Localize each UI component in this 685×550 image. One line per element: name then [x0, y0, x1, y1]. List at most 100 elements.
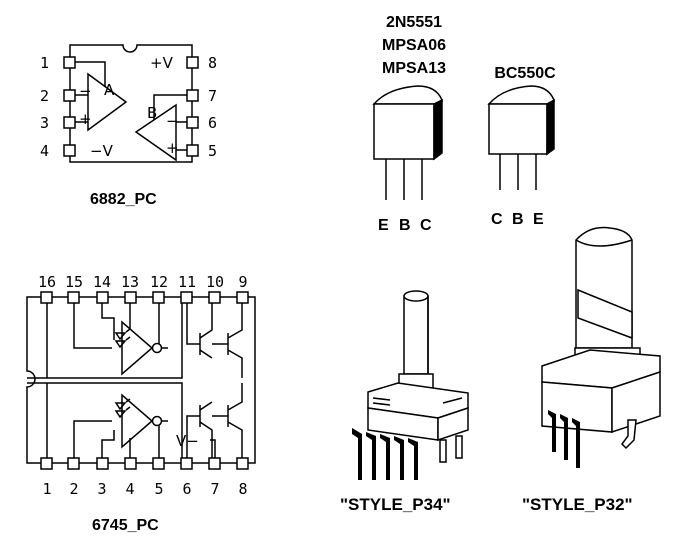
to92-leads: [499, 154, 537, 190]
ic-6745-body: [26, 296, 256, 464]
ic-6882-pin-label: 3: [40, 114, 49, 132]
lower-transistor-left: [192, 401, 213, 458]
upper-buffer-output-circle: [151, 342, 163, 354]
upper-diode-arrows: [125, 328, 131, 341]
upper-diode-pair: [114, 332, 127, 349]
pot-p32-drawing: [541, 226, 661, 468]
transistor-1-part-number: MPSA13: [382, 60, 446, 77]
pot-p34-caption: "STYLE_P34": [340, 495, 451, 514]
ic-6882-pin-square: [63, 116, 76, 129]
ic-6745-symbol: [26, 291, 256, 470]
pot-p32-lead: [548, 410, 556, 452]
pot-p34-lead: [366, 432, 376, 480]
ic-6882-pin-square: [186, 144, 199, 157]
transistor-1-part-number: MPSA06: [382, 37, 446, 54]
to92-body: [488, 103, 548, 155]
ic-6745-pin-label: 10: [206, 273, 224, 291]
wire: [210, 439, 216, 458]
ic-6745-pin-label: 3: [97, 480, 106, 498]
ic-6745-pin-label: 7: [210, 480, 219, 498]
ic-6882-pin-square: [63, 144, 76, 157]
lower-buffer-triangle: [121, 393, 154, 449]
ic-6745-pin-square: [152, 291, 165, 304]
lower-diode-arrows: [125, 398, 131, 411]
ic-6882-caption: 6882_PC: [90, 191, 157, 208]
opamp-a-plus: +: [79, 110, 92, 128]
opamp-b-plus: +: [166, 139, 179, 157]
pot-p32-body-side: [611, 370, 661, 434]
wire: [158, 420, 168, 458]
opamp-a-label: A: [104, 81, 115, 99]
ic-6882-pin-square: [186, 56, 199, 69]
ic-6745-pin-square: [180, 457, 193, 470]
ic-6745-pin-label: 2: [69, 480, 78, 498]
pot-p34-lead: [394, 436, 404, 480]
wire: [101, 303, 115, 340]
ic-6745-pin-square: [208, 291, 221, 304]
transistor-1-package: [372, 85, 443, 200]
ic-6745-pin-square: [124, 457, 137, 470]
ic-6745-caption: 6745_PC: [92, 517, 159, 534]
transistor-2-pin-c: C: [491, 211, 503, 228]
ic-6745-supply-neg: V−: [176, 432, 199, 450]
transistor-1-pin-b: B: [399, 217, 411, 234]
opamp-b-label: B: [147, 104, 157, 122]
ic-6745-pin-square: [152, 457, 165, 470]
ic-6882-pin-square: [63, 89, 76, 102]
pot-p34-lead: [380, 434, 390, 480]
pot-p32-lead: [560, 414, 568, 460]
upper-buffer-triangle: [121, 320, 154, 376]
transistor-2-part-number: BC550C: [494, 65, 556, 82]
ic-6745-pin-square: [208, 457, 221, 470]
ic-6882-pin-square: [186, 116, 199, 129]
section-outline: [27, 297, 183, 379]
wire: [75, 61, 106, 87]
lower-diode-pair: [114, 402, 127, 419]
ic-6745-pin-square: [236, 291, 249, 304]
to92-leads: [385, 159, 423, 200]
ic-6882-supply-pos: +V: [150, 54, 174, 72]
transistor-2-package: [487, 85, 555, 190]
transistor-1-part-number: 2N5551: [386, 14, 442, 31]
to92-body: [373, 103, 435, 160]
pot-p34-shaft-top: [403, 290, 429, 302]
ic-6745-pin-square: [236, 457, 249, 470]
transistor-2-pin-b: B: [512, 211, 524, 228]
ic-6745-pin-label: 14: [93, 273, 111, 291]
transistor-1-pin-c: C: [420, 217, 432, 234]
section-outline: [27, 382, 183, 463]
ic-6882-symbol: [63, 44, 199, 163]
wire: [186, 303, 192, 345]
ic-6745-pin-square: [67, 291, 80, 304]
opamp-b-minus: −: [166, 112, 179, 130]
lower-buffer-output-circle: [151, 415, 163, 427]
to92-flat-side: [546, 98, 555, 156]
ic-6882-pin-square: [186, 89, 199, 102]
ic-6882-pin-label: 6: [208, 114, 217, 132]
pot-p34-drawing: [352, 290, 469, 480]
pot-p34-lead: [408, 438, 418, 480]
pot-p32-shaft-slot: [577, 288, 633, 340]
ic-6882-pin-label: 4: [40, 142, 49, 160]
pot-p32-lead: [572, 418, 580, 468]
wire: [158, 303, 168, 349]
ic-6745-pin-label: 1: [42, 480, 51, 498]
pot-p32-caption: "STYLE_P32": [522, 495, 633, 514]
opamp-b-triangle: [134, 103, 177, 162]
wire: [101, 430, 115, 458]
ic-6745-pin-label: 16: [38, 273, 56, 291]
wire: [73, 303, 112, 349]
opamp-a-minus: −: [79, 82, 92, 100]
transistor-2-pin-e: E: [533, 211, 544, 228]
wire: [153, 94, 187, 120]
pot-p34-body-side: [437, 406, 469, 442]
ic-6745-pin-label: 12: [150, 273, 168, 291]
pot-p32-shaft-flat: [575, 239, 633, 247]
ic-6745-pin-label: 9: [238, 273, 247, 291]
lower-transistor-right: [212, 383, 243, 458]
ic-6745-pin-square: [124, 291, 137, 304]
ic-6745-pin-label: 4: [125, 480, 134, 498]
pot-p32-mounting-tab: [621, 419, 637, 450]
